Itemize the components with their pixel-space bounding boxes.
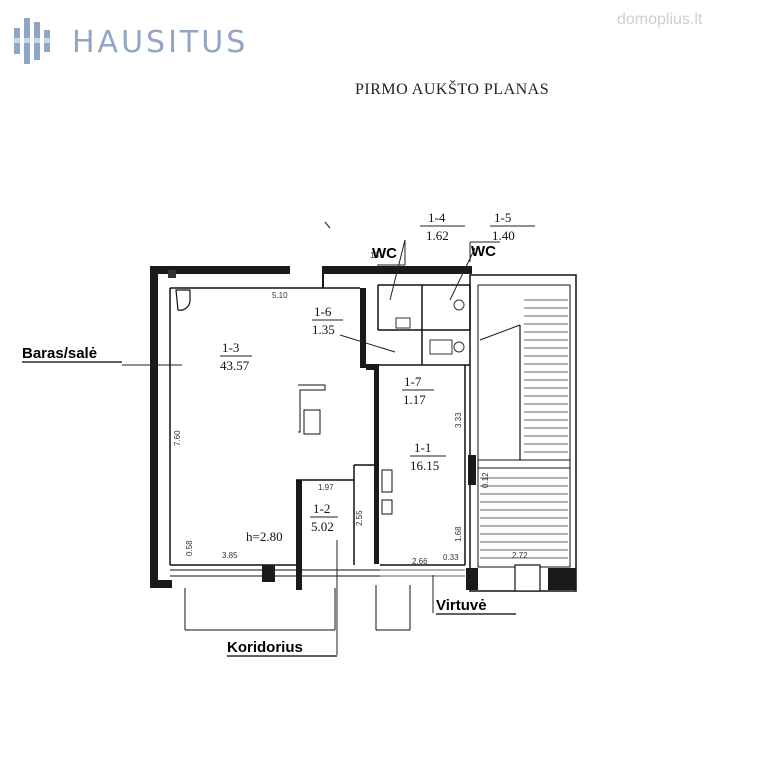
annotation-labels: Baras/salė WC WC Virtuvė Koridorius	[22, 243, 496, 656]
toilet-icon	[453, 341, 465, 353]
leader-lines	[122, 221, 535, 655]
dim-1-68: 1.68	[454, 526, 463, 542]
watermark: domoplius.lt	[617, 11, 703, 28]
room-id-1-2: 1-2	[313, 501, 330, 516]
room-area-1-1: 16.15	[410, 458, 439, 473]
dim-0-58: 0.58	[185, 540, 194, 556]
dim-3-33: 3.33	[454, 412, 463, 428]
room-id-1-4: 1-4	[428, 210, 446, 225]
dim-13: 13	[370, 251, 379, 260]
dim-7-60: 7.60	[173, 430, 182, 446]
label-wc-1: WC	[372, 245, 397, 262]
dim-3-85: 3.85	[222, 551, 238, 560]
dim-0-12: 0.12	[481, 472, 490, 488]
room-area-1-5: 1.40	[492, 228, 515, 243]
ceiling-height: h=2.80	[246, 529, 283, 544]
label-baras-sale: Baras/salė	[22, 345, 97, 362]
stair-treads	[480, 299, 568, 559]
dimensions: 5.10 7.60 3.85 0.58 1.97 2.55 3.33 1.68 …	[173, 251, 528, 566]
logo-text: HAUSITUS	[72, 25, 248, 60]
room-id-1-3: 1-3	[222, 340, 239, 355]
floor-plan-walls	[150, 266, 577, 631]
room-id-1-1: 1-1	[414, 440, 431, 455]
hausitus-logo-icon	[14, 18, 50, 64]
label-koridorius: Koridorius	[227, 639, 303, 656]
room-id-1-5: 1-5	[494, 210, 511, 225]
room-area-1-7: 1.17	[403, 392, 426, 407]
toilet-icon	[453, 299, 465, 311]
dim-2-72: 2.72	[512, 551, 528, 560]
kitchen-window	[380, 569, 465, 577]
dim-0-33: 0.33	[443, 553, 459, 562]
room-area-1-2: 5.02	[311, 519, 334, 534]
room-area-1-4: 1.62	[426, 228, 449, 243]
room-area-1-3: 43.57	[220, 358, 250, 373]
plan-title: PIRMO AUKŠTO PLANAS	[355, 79, 549, 98]
label-virtuve: Virtuvė	[436, 597, 487, 614]
room-id-1-6: 1-6	[314, 304, 332, 319]
hausitus-logo: HAUSITUS	[14, 18, 248, 64]
dim-1-97: 1.97	[318, 483, 334, 492]
dim-2-55: 2.55	[355, 510, 364, 526]
room-id-1-7: 1-7	[404, 374, 422, 389]
wc-fixtures	[395, 299, 465, 355]
dim-5-10: 5.10	[272, 291, 288, 300]
label-wc-2: WC	[471, 243, 496, 260]
dim-2-66: 2.66	[412, 557, 428, 566]
room-labels: 1-3 43.57 1-6 1.35 1-4 1.62 1-5 1.40 1-7…	[220, 210, 515, 544]
label-underlines	[22, 361, 516, 657]
room-area-1-6: 1.35	[312, 322, 335, 337]
